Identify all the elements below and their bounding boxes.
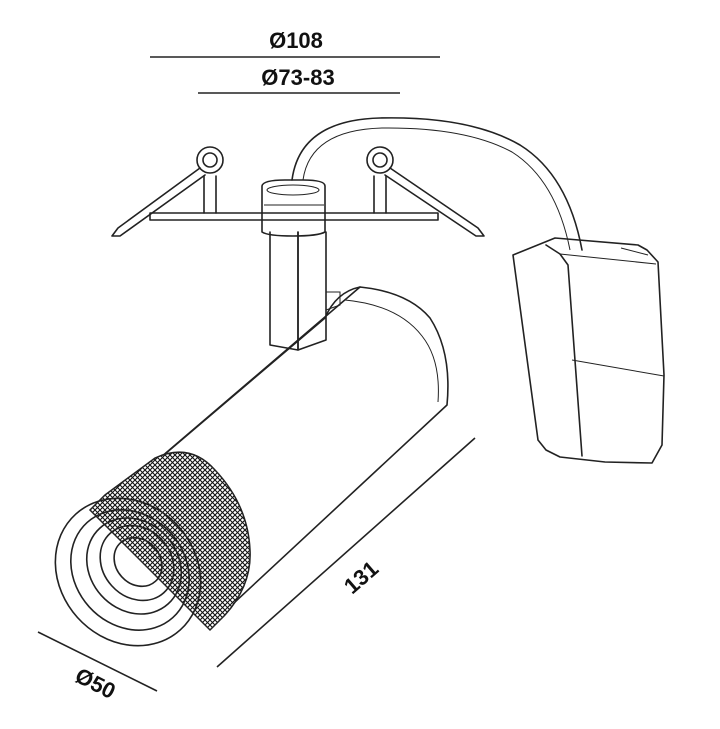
- lens-face: [54, 497, 202, 647]
- spotlight-body: [104, 286, 449, 616]
- dimension-head-diameter: Ø50: [37, 631, 158, 704]
- stem: [269, 231, 341, 351]
- dimension-overall-diameter: Ø108: [150, 28, 440, 58]
- trim-plate: [149, 179, 439, 237]
- spring-clip-left: [111, 146, 224, 237]
- dimension-label-cutout-diameter: Ø73-83: [261, 65, 334, 90]
- dimension-label-overall-diameter: Ø108: [269, 28, 323, 53]
- dimension-label-body-length: 131: [339, 556, 383, 599]
- spring-clip-right: [366, 146, 485, 237]
- power-cable: [291, 117, 583, 251]
- dimension-cutout-diameter: Ø73-83: [198, 65, 400, 94]
- driver-box: [512, 237, 665, 464]
- dimension-body-length: 131: [216, 437, 476, 668]
